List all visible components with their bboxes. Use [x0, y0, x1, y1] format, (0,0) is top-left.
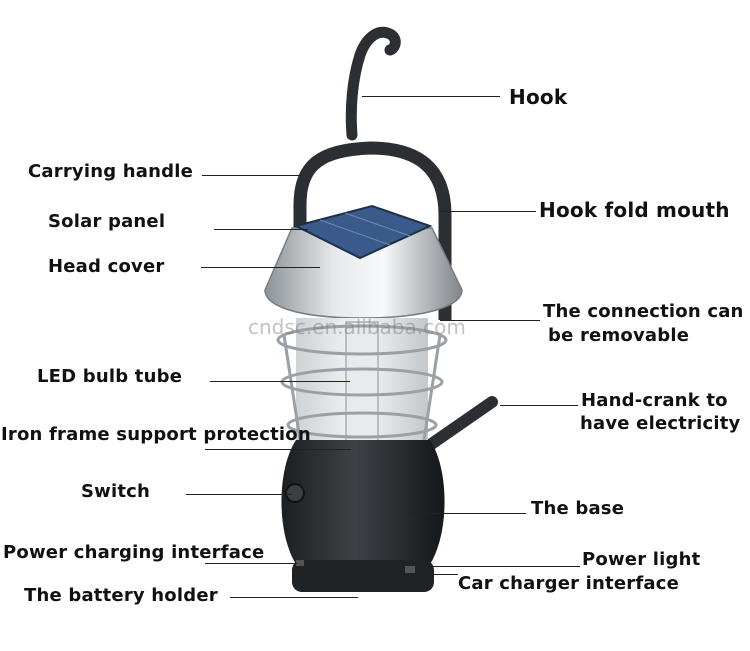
leader-line-led-bulb-tube — [210, 381, 350, 382]
label-power-charging: Power charging interface — [3, 542, 265, 563]
watermark: cndsc.en.alibaba.com — [248, 315, 466, 339]
base-shape — [281, 440, 445, 570]
label-power-light: Power light — [582, 549, 701, 570]
leader-line-head-cover — [201, 267, 320, 268]
leader-line-car-charger — [408, 574, 458, 575]
leader-line-switch — [186, 494, 292, 495]
leader-line-hook — [362, 96, 500, 97]
label-connection-line1: The connection can — [543, 301, 744, 322]
leader-line-iron-frame — [205, 449, 351, 450]
label-connection-line2: be removable — [548, 325, 690, 346]
label-led-bulb-tube: LED bulb tube — [37, 366, 183, 387]
hand-crank-shape — [424, 396, 498, 451]
leader-line-carrying-handle — [202, 175, 302, 176]
leader-line-power-charging — [205, 563, 297, 564]
label-hook-fold-mouth: Hook fold mouth — [539, 198, 730, 222]
label-hook: Hook — [509, 85, 568, 109]
label-iron-frame: Iron frame support protection — [1, 424, 311, 445]
leader-line-power-light — [418, 566, 580, 567]
solar-panel-shape — [293, 204, 433, 260]
label-carrying-handle: Carrying handle — [28, 161, 194, 182]
leader-line-the-base — [408, 513, 526, 514]
label-car-charger: Car charger interface — [458, 573, 679, 594]
label-solar-panel: Solar panel — [48, 211, 166, 232]
leader-line-hand-crank — [500, 405, 578, 406]
leader-line-hook-fold-mouth — [440, 211, 536, 212]
leader-line-solar-panel — [214, 229, 308, 230]
led-bulb-tube — [345, 321, 379, 445]
label-hand-crank-line1: Hand-crank to — [581, 390, 728, 411]
label-switch: Switch — [81, 481, 151, 502]
battery-holder-shape — [292, 560, 434, 592]
label-head-cover: Head cover — [48, 256, 165, 277]
carrying-handle-shape — [293, 141, 452, 320]
hook-shape — [345, 26, 401, 141]
leader-line-connection — [440, 320, 540, 321]
switch-button-shape — [285, 483, 305, 503]
label-the-base: The base — [531, 498, 625, 519]
label-battery-holder: The battery holder — [24, 585, 218, 606]
label-hand-crank-line2: have electricity — [580, 413, 741, 434]
leader-line-battery-holder — [230, 597, 358, 598]
head-cover-shape — [264, 227, 463, 319]
